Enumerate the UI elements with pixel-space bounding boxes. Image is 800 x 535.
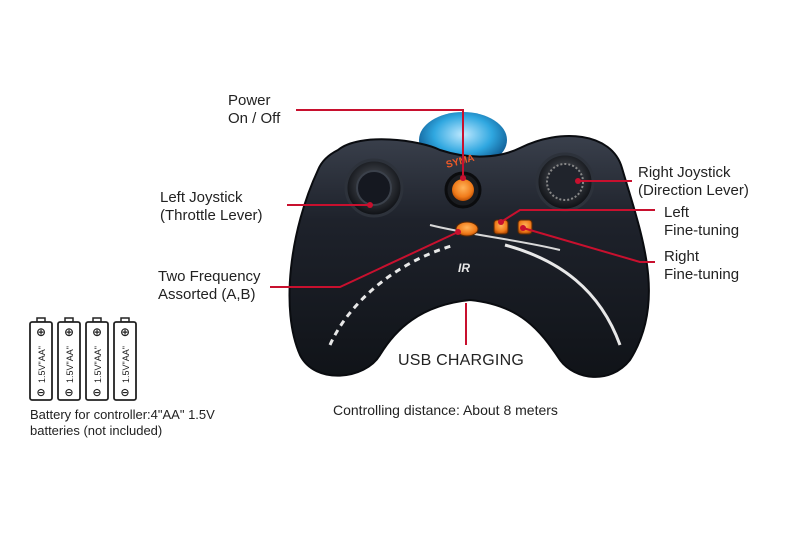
power-label: Power On / Off xyxy=(228,92,281,127)
callout-line-left-fine-tuning xyxy=(500,209,655,223)
svg-text:⊕: ⊕ xyxy=(36,325,46,339)
left-fine-tuning-label: Left Fine-tuning xyxy=(664,204,740,239)
battery-cell: ⊕ ⊖ 1.5V"AA" xyxy=(29,317,53,401)
right-fine-tuning-label: Right Fine-tuning xyxy=(664,248,740,283)
callout-lines xyxy=(270,109,655,345)
svg-text:⊖: ⊖ xyxy=(120,387,129,399)
right-joystick-label: Right Joystick (Direction Lever) xyxy=(638,164,749,199)
left-swoosh xyxy=(328,243,456,346)
usb-charging-label: USB CHARGING xyxy=(398,352,524,369)
frequency-switch xyxy=(455,221,479,237)
battery-cell: ⊕ ⊖ 1.5V"AA" xyxy=(85,317,109,401)
svg-text:⊕: ⊕ xyxy=(64,325,74,339)
callout-line-two-frequency xyxy=(270,231,459,288)
svg-text:⊕: ⊕ xyxy=(92,325,102,339)
right-swoosh xyxy=(504,243,622,346)
battery-cell-label: 1.5V"AA" xyxy=(37,346,47,383)
callout-line-power xyxy=(296,109,464,175)
svg-text:⊕: ⊕ xyxy=(120,325,130,339)
battery-group: ⊕ ⊖ 1.5V"AA" ⊕ ⊖ 1.5V"AA" ⊕ ⊖ 1.5V"AA" ⊕ ⊖ 1.5V"AA" xyxy=(29,317,137,401)
svg-text:⊖: ⊖ xyxy=(36,387,45,399)
center-swoosh xyxy=(429,224,561,251)
controlling-distance: Controlling distance: About 8 meters xyxy=(333,402,558,418)
ir-mark: IR xyxy=(458,261,470,275)
svg-text:⊖: ⊖ xyxy=(64,387,73,399)
battery-cell-label: 1.5V"AA" xyxy=(121,346,131,383)
battery-cell: ⊕ ⊖ 1.5V"AA" xyxy=(113,317,137,401)
battery-cell-label: 1.5V"AA" xyxy=(93,346,103,383)
two-frequency-label: Two Frequency Assorted (A,B) xyxy=(158,268,261,303)
controller-body xyxy=(288,135,650,378)
left-joystick-label: Left Joystick (Throttle Lever) xyxy=(160,189,263,224)
svg-text:⊖: ⊖ xyxy=(92,387,101,399)
battery-caption: Battery for controller:4"AA" 1.5V batter… xyxy=(30,407,215,438)
callout-line-right-fine-tuning xyxy=(522,227,655,263)
battery-cell-label: 1.5V"AA" xyxy=(65,346,75,383)
battery-cell: ⊕ ⊖ 1.5V"AA" xyxy=(57,317,81,401)
